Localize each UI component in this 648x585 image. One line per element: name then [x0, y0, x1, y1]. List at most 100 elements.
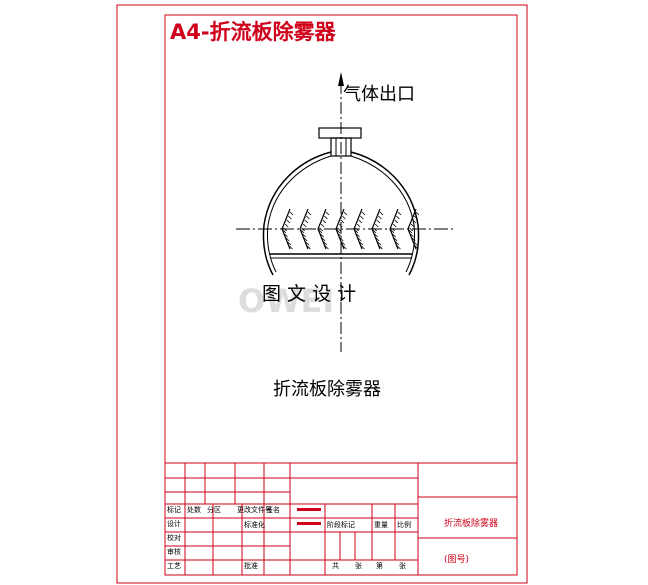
- baffle-hatch: [376, 219, 381, 224]
- baffle-hatch: [356, 233, 360, 238]
- baffle-blade: [371, 208, 381, 250]
- baffle-hatch: [342, 215, 346, 220]
- baffle-hatch: [374, 223, 379, 228]
- baffle-blade: [353, 208, 363, 250]
- svg-text:分区: 分区: [207, 505, 221, 514]
- baffle-hatch: [397, 211, 402, 216]
- baffle-hatch: [341, 241, 346, 246]
- baffle-hatch: [284, 233, 288, 238]
- chevron-baffles: [281, 208, 420, 250]
- baffle-hatch: [379, 211, 384, 216]
- baffle-hatch: [361, 211, 366, 216]
- baffle-hatch: [283, 227, 287, 232]
- baffle-blade: [299, 208, 309, 250]
- baffle-hatch: [320, 223, 325, 228]
- watermark-text: 图 文 设 计: [262, 283, 356, 305]
- baffle-hatch: [303, 237, 308, 242]
- baffle-hatch: [391, 227, 395, 232]
- baffle-hatch: [336, 229, 341, 234]
- baffle-hatch: [396, 215, 400, 220]
- sheet-title: A4-折流板除雾器: [170, 20, 337, 44]
- baffle-hatch: [343, 245, 347, 250]
- baffle-hatch: [377, 241, 382, 246]
- baffle-hatch: [374, 233, 378, 238]
- baffle-hatch: [357, 237, 362, 242]
- baffle-hatch: [361, 245, 365, 250]
- watermark: OWEI 图 文 设 计: [238, 282, 356, 320]
- baffle-hatch: [358, 219, 363, 224]
- baffle-hatch: [355, 227, 359, 232]
- baffle-hatch: [340, 219, 345, 224]
- baffle-hatch: [414, 215, 418, 220]
- baffle-hatch: [322, 219, 327, 224]
- svg-text:第: 第: [376, 561, 383, 570]
- baffle-hatch: [325, 245, 329, 250]
- baffle-hatch: [304, 219, 309, 224]
- baffle-hatch: [289, 211, 294, 216]
- svg-text:处数: 处数: [187, 505, 201, 514]
- baffle-hatch: [410, 233, 414, 238]
- baffle-hatch: [302, 223, 307, 228]
- svg-text:阶段标记: 阶段标记: [327, 520, 355, 529]
- baffle-hatch: [394, 219, 399, 224]
- baffle-hatch: [325, 211, 330, 216]
- baffle-hatch: [324, 215, 328, 220]
- baffle-hatch: [307, 211, 312, 216]
- baffle-blade: [389, 208, 399, 250]
- svg-text:张: 张: [399, 561, 406, 570]
- baffle-hatch: [390, 229, 395, 234]
- baffle-blade: [407, 208, 417, 250]
- baffle-hatch: [338, 223, 343, 228]
- baffle-hatch: [372, 229, 377, 234]
- baffle-hatch: [321, 237, 326, 242]
- gas-outlet-label: 气体出口: [343, 84, 415, 105]
- baffle-hatch: [413, 241, 418, 246]
- baffle-hatch: [320, 233, 324, 238]
- baffle-hatch: [285, 237, 290, 242]
- baffle-hatch: [360, 215, 364, 220]
- baffle-hatch: [289, 245, 293, 250]
- baffle-hatch: [284, 223, 289, 228]
- baffle-hatch: [323, 241, 328, 246]
- baffle-hatch: [373, 227, 377, 232]
- svg-text:签名: 签名: [266, 505, 280, 514]
- baffle-hatch: [287, 241, 292, 246]
- baffle-hatch: [288, 215, 292, 220]
- baffle-hatch: [409, 227, 413, 232]
- drawing-caption: 折流板除雾器: [273, 379, 381, 400]
- svg-text:审核: 审核: [167, 547, 181, 556]
- baffle-hatch: [319, 227, 323, 232]
- baffle-hatch: [305, 241, 310, 246]
- baffle-hatch: [415, 245, 419, 250]
- baffle-hatch: [378, 215, 382, 220]
- baffle-blade: [335, 208, 345, 250]
- baffle-hatch: [379, 245, 383, 250]
- baffle-hatch: [393, 237, 398, 242]
- baffle-hatch: [354, 229, 359, 234]
- baffle-hatch: [415, 211, 420, 216]
- svg-text:比例: 比例: [397, 520, 411, 529]
- svg-text:共: 共: [332, 561, 339, 570]
- baffle-blade: [281, 208, 291, 250]
- svg-text:标记: 标记: [167, 505, 181, 514]
- svg-text:校对: 校对: [167, 533, 181, 542]
- baffle-hatch: [337, 227, 341, 232]
- svg-text:设计: 设计: [167, 519, 181, 528]
- svg-text:OWEI: OWEI: [238, 282, 334, 320]
- baffle-hatch: [359, 241, 364, 246]
- baffle-hatch: [286, 219, 291, 224]
- baffle-hatch: [307, 245, 311, 250]
- baffle-hatch: [408, 229, 413, 234]
- baffle-hatch: [282, 229, 287, 234]
- title-block: 标记 处数 分区 更改文件号 签名 设计 标准化 校对 审核 工艺 批准 阶段标…: [164, 462, 518, 576]
- baffle-hatch: [301, 227, 305, 232]
- baffle-hatch: [375, 237, 380, 242]
- baffle-hatch: [410, 223, 415, 228]
- baffle-hatch: [397, 245, 401, 250]
- baffle-hatch: [412, 219, 417, 224]
- svg-text:重量: 重量: [374, 521, 388, 529]
- outer-frame: [116, 4, 528, 584]
- svg-text:标准化: 标准化: [244, 520, 265, 529]
- svg-text:工艺: 工艺: [167, 562, 181, 570]
